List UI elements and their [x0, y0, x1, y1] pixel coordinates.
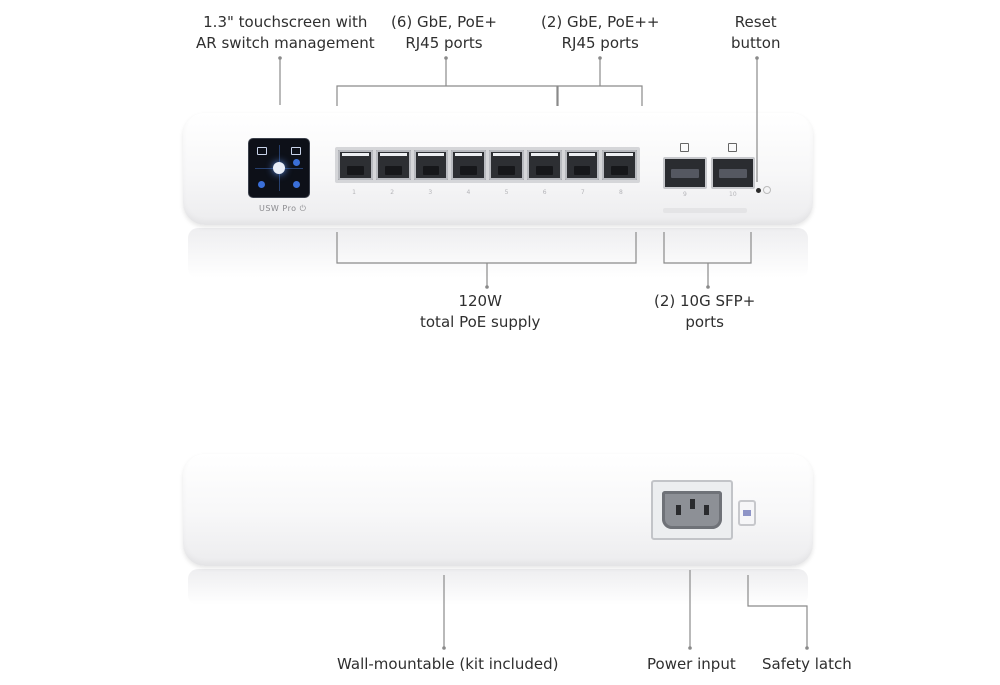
sfp-label-bar: [663, 208, 747, 213]
front-device-reflection: [188, 228, 808, 278]
reset-ring-icon: [763, 186, 771, 194]
power-inlet: [651, 480, 733, 540]
callout-dot: [485, 285, 489, 289]
port-number: 4: [466, 189, 471, 196]
sfp-status-icon: [728, 143, 737, 152]
callout-dot: [755, 56, 759, 60]
label-wall-mountable: Wall-mountable (kit included): [337, 655, 559, 673]
callout-bracket-poe-plus-plus: [557, 85, 643, 106]
rj45-port-strip: [335, 147, 640, 183]
rj45-port: [338, 150, 373, 180]
sfp-status-icon: [680, 143, 689, 152]
rj45-port: [564, 150, 600, 180]
rj45-port-numbers: 1 2 3 4 5 6 7 8: [335, 189, 640, 196]
callout-dot: [706, 285, 710, 289]
rj45-port: [413, 150, 449, 180]
rj45-port: [526, 150, 562, 180]
label-reset-button: Reset button: [731, 13, 781, 52]
label-power-input: Power input: [647, 655, 736, 673]
callout-dot: [688, 646, 692, 650]
port-number: 8: [619, 189, 623, 196]
screen-tile-icon: [257, 147, 267, 155]
label-touchscreen: 1.3" touchscreen with AR switch manageme…: [196, 13, 375, 52]
socket-pin: [704, 505, 709, 515]
socket-pin: [676, 505, 681, 515]
sfp-number: 9: [683, 191, 687, 198]
safety-latch: [738, 500, 756, 526]
port-number: 6: [542, 189, 547, 196]
label-poe-supply: 120W total PoE supply: [420, 292, 541, 331]
port-number: 1: [352, 189, 356, 196]
label-poe-plus-plus-ports: (2) GbE, PoE++ RJ45 ports: [541, 13, 660, 52]
power-icon: ⏻: [299, 204, 307, 213]
switch-back-panel: [183, 454, 813, 566]
callout-dot: [442, 646, 446, 650]
model-label: USW Pro ⏻: [259, 204, 307, 213]
label-safety-latch: Safety latch: [762, 655, 852, 673]
label-sfp-ports: (2) 10G SFP+ ports: [654, 292, 756, 331]
callout-dot: [598, 56, 602, 60]
rj45-port: [451, 150, 486, 180]
rj45-port: [489, 150, 524, 180]
port-number: 7: [580, 189, 585, 196]
rj45-port: [602, 150, 637, 180]
sfp-port: [711, 157, 755, 189]
rj45-port: [375, 150, 411, 180]
callout-dot: [805, 646, 809, 650]
reset-button: [756, 188, 761, 193]
sfp-number: 10: [729, 191, 737, 198]
callout-bracket-poe-plus: [336, 85, 558, 106]
switch-front-panel: USW Pro ⏻ 1 2 3 4 5 6 7 8 9 10: [183, 113, 813, 225]
port-number: 3: [428, 189, 433, 196]
label-poe-plus-ports: (6) GbE, PoE+ RJ45 ports: [391, 13, 497, 52]
back-device-reflection: [188, 569, 808, 605]
touchscreen: [249, 139, 309, 197]
sfp-port: [663, 157, 707, 189]
screen-node-icon: [258, 181, 265, 188]
screen-center-icon: [273, 162, 285, 174]
callout-dot: [444, 56, 448, 60]
port-number: 5: [504, 189, 509, 196]
port-number: 2: [390, 189, 395, 196]
callout-dot: [278, 56, 282, 60]
power-socket: [662, 491, 722, 529]
screen-tile-icon: [291, 147, 301, 155]
socket-pin: [690, 499, 695, 509]
screen-node-icon: [293, 159, 300, 166]
screen-node-icon: [293, 181, 300, 188]
